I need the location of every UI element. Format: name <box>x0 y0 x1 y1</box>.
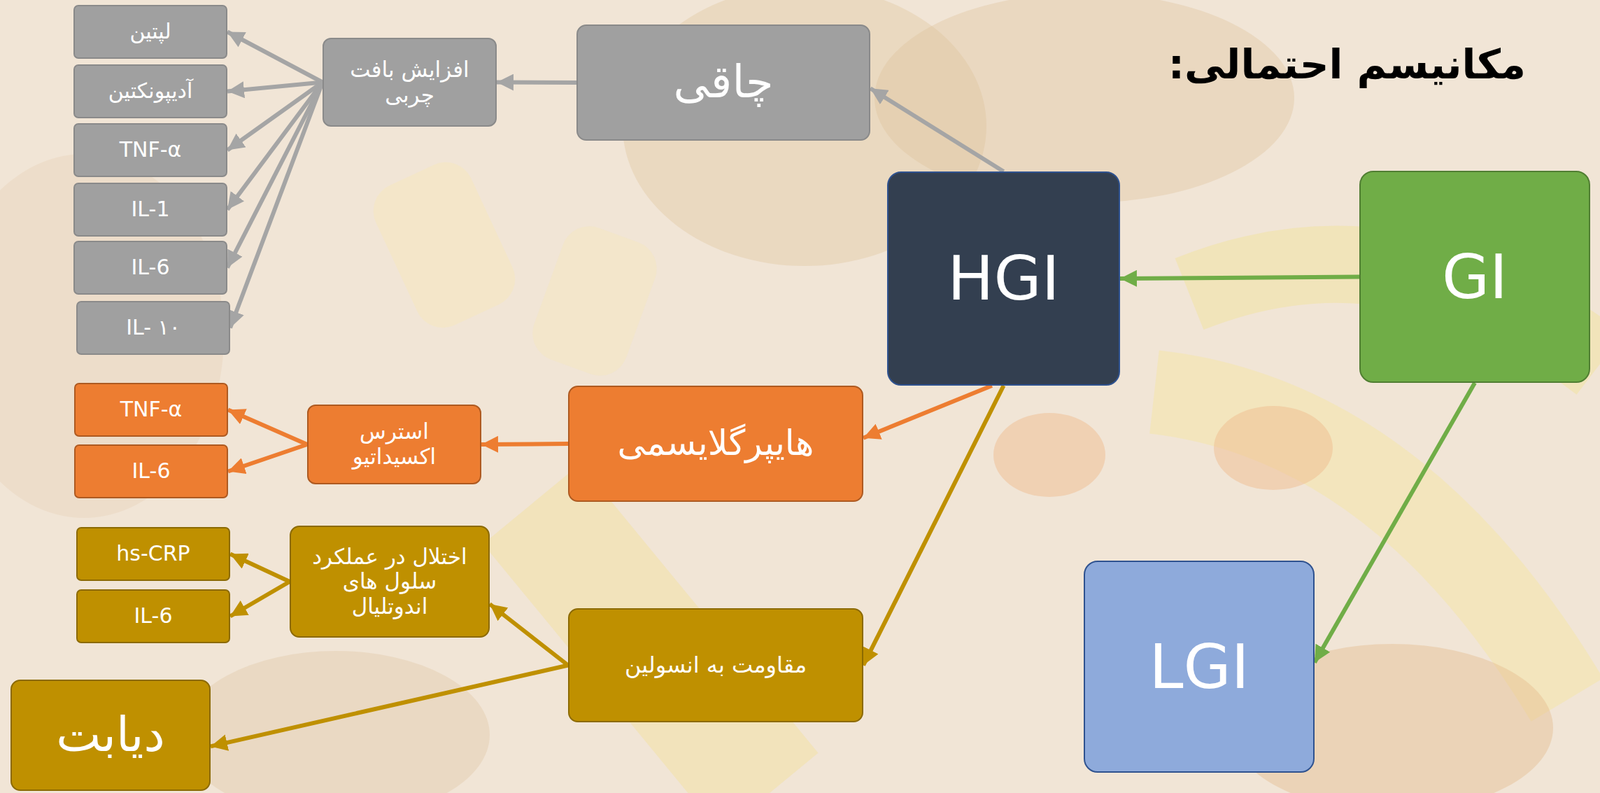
process-box: LGI <box>1083 560 1315 773</box>
connector-arrow <box>210 665 569 747</box>
process-box: TNF-α <box>73 123 228 178</box>
connector-arrow <box>228 444 308 472</box>
connector-arrow <box>227 32 323 83</box>
process-box: لپتین <box>73 4 228 59</box>
process-box: افزایش بافت چربی <box>322 37 497 127</box>
node-label: TNF-α <box>120 397 183 422</box>
node-label: دیابت <box>55 707 166 762</box>
pasta-shape <box>364 153 525 338</box>
apricot-shape <box>1213 405 1333 490</box>
process-box: آدیپونکتین <box>73 64 228 119</box>
process-box: TNF-α <box>74 382 229 437</box>
process-box: GI <box>1359 170 1591 383</box>
process-box: HGI <box>887 171 1121 386</box>
diagram-title: مکانیسم احتمالی: <box>1168 40 1526 89</box>
node-label: GI <box>1441 241 1508 313</box>
connector-arrow <box>1314 382 1475 662</box>
connector-arrow <box>496 80 577 86</box>
node-label: IL-6 <box>132 458 171 484</box>
node-label: افزایش بافت چربی <box>337 57 482 108</box>
node-label: IL-1 <box>131 197 171 222</box>
process-box: استرس اکسیداتیو <box>307 404 482 485</box>
node-label: LGI <box>1148 631 1249 702</box>
process-box: هایپرگلایسمی <box>568 385 864 502</box>
process-box: IL-6 <box>74 444 229 499</box>
node-label: مقاومت به انسولین <box>624 652 807 678</box>
process-box: چاقی <box>576 24 871 141</box>
connector-arrow <box>863 385 1004 666</box>
apricot-shape <box>993 412 1106 497</box>
connector-arrow <box>863 385 993 438</box>
process-box: IL-6 <box>76 589 231 643</box>
connector-arrow <box>230 581 290 617</box>
node-label: hs-CRP <box>116 541 190 566</box>
process-box: IL-1 <box>73 182 228 237</box>
connector-arrow <box>489 603 569 666</box>
connector-arrow <box>227 82 323 268</box>
node-label: استرس اکسیداتیو <box>324 419 465 469</box>
node-label: آدیپونکتین <box>108 79 193 104</box>
node-label: IL- ۱۰ <box>125 315 181 341</box>
connector-arrow <box>230 82 323 329</box>
connector-arrow <box>227 82 323 210</box>
node-label: IL-6 <box>131 255 171 280</box>
node-label: لپتین <box>129 19 171 45</box>
node-label: اختلال در عملکرد سلول های اندوتلیال <box>304 544 476 620</box>
connector-arrow <box>1120 277 1360 280</box>
node-label: TNF-α <box>119 137 182 163</box>
process-box: hs-CRP <box>76 526 231 581</box>
process-box: IL- ۱۰ <box>76 300 231 355</box>
connector-arrow <box>870 88 1004 172</box>
process-box: اختلال در عملکرد سلول های اندوتلیال <box>289 525 490 638</box>
pasta-shape <box>524 218 665 384</box>
process-box: دیابت <box>10 679 211 791</box>
process-box: IL-6 <box>73 240 228 295</box>
connector-arrow <box>481 443 569 445</box>
potato-shape <box>181 650 490 793</box>
node-label: HGI <box>947 242 1060 314</box>
node-label: IL-6 <box>134 603 173 629</box>
connector-arrow <box>230 554 290 583</box>
process-box: مقاومت به انسولین <box>568 607 864 722</box>
node-label: هایپرگلایسمی <box>617 423 815 464</box>
node-label: چاقی <box>673 56 774 109</box>
connector-arrow <box>228 409 308 445</box>
